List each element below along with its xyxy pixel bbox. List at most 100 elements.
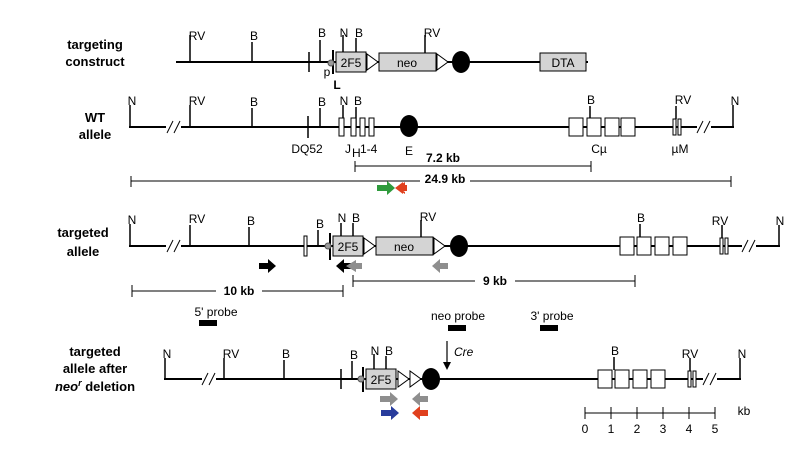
deleted-b-label-2: B: [350, 348, 358, 362]
construct-promoter-dot: [327, 59, 335, 67]
row-label-deleted-neo: neo: [55, 379, 78, 394]
deleted-primer-reverse-red: [412, 406, 428, 420]
construct-neo-box: [378, 52, 437, 72]
construct-loxp-triangle-2: [436, 53, 449, 71]
construct-b-label-3: B: [355, 26, 363, 40]
targeted-primer-forward-black: [259, 259, 276, 273]
scale-label-2: 2: [634, 422, 641, 436]
row-label-wt-line2: allele: [79, 127, 112, 142]
deleted-break-1a: [201, 372, 209, 386]
three-prime-probe-bar: [540, 325, 558, 331]
wt-primer-forward-green: [377, 181, 395, 195]
deleted-loxp-triangle-1: [397, 370, 410, 388]
deleted-mum-exon-1: [687, 370, 692, 388]
targeted-n-label-right: N: [776, 214, 785, 228]
scale-label-0: 0: [582, 422, 589, 436]
wt-24-9kb-label: 24.9 kb: [425, 172, 466, 186]
wt-primer-reverse-red: [395, 182, 407, 194]
row-label-wt-line1: WT: [85, 110, 105, 125]
construct-dta-label: DTA: [551, 56, 574, 70]
deleted-2f5-box: [365, 368, 397, 390]
targeted-b-label-cmu: B: [637, 211, 645, 225]
deleted-cmu-exon-3: [632, 369, 648, 389]
targeted-promoter-dot: [324, 242, 332, 250]
targeted-allele-row: targeted allele N RV B B 2F5 N B neo RV: [57, 210, 784, 331]
targeted-n-label-left: N: [128, 213, 137, 227]
wt-cmu-exon-1: [568, 117, 584, 137]
deleted-promoter-dot: [357, 375, 365, 383]
targeted-2f5-label: 2F5: [338, 240, 359, 254]
row-label-construct-line1: targeting: [67, 37, 123, 52]
five-prime-probe-label: 5' probe: [195, 305, 238, 319]
deleted-mum-exon-2: [692, 370, 697, 388]
construct-l-label: L: [333, 78, 340, 92]
targeted-cmu-exon-3: [654, 236, 670, 256]
deleted-cmu-exon-4: [650, 369, 666, 389]
wt-b-label-1: B: [250, 95, 258, 109]
targeted-break-1a: [166, 239, 174, 253]
five-prime-probe-bar: [199, 320, 217, 326]
wt-b-label-cmu: B: [587, 93, 595, 107]
deleted-e-enhancer: [422, 368, 440, 390]
targeted-rv-label: RV: [189, 212, 205, 226]
targeted-dq52-mark: [303, 235, 308, 257]
deleted-n-label-left: N: [163, 347, 172, 361]
deleted-2f5-label: 2F5: [371, 373, 392, 387]
wt-break-2b: [703, 120, 711, 134]
cre-label: Cre: [454, 345, 474, 359]
construct-dta-box: [539, 52, 587, 72]
targeted-loxp-triangle-1: [363, 237, 376, 255]
row-label-targeted-line1: targeted: [57, 225, 108, 240]
row-label-deleted-line1: targeted: [69, 344, 120, 359]
wt-b-label-3: B: [354, 94, 362, 108]
targeted-rv-label-mum: RV: [712, 214, 728, 228]
row-label-deleted-line2: allele after: [63, 361, 127, 376]
deleted-rv-label-mum: RV: [682, 347, 698, 361]
wt-e-label: E: [405, 144, 413, 158]
targeted-b-label-3: B: [352, 211, 360, 225]
wt-b-label-2: B: [318, 95, 326, 109]
deleted-allele-row: targeted allele after neor deletion N RV…: [55, 341, 746, 420]
deleted-rv-label: RV: [223, 347, 239, 361]
wt-mum-exon-1: [672, 118, 677, 136]
deleted-b-label-3: B: [385, 344, 393, 358]
construct-n-label: N: [340, 26, 349, 40]
targeted-primer-reverse-gray-1: [348, 260, 362, 272]
targeted-cmu-exon-4: [672, 236, 688, 256]
row-label-deleted-post: deletion: [82, 379, 136, 394]
row-label-deleted-line3: neor deletion: [55, 378, 135, 394]
targeted-loxp-triangle-2: [433, 237, 446, 255]
targeted-break-1b: [173, 239, 181, 253]
construct-e-enhancer: [452, 51, 470, 73]
deleted-cmu-exon-2: [614, 369, 630, 389]
targeted-2f5-box: [332, 235, 364, 257]
targeted-10kb-label-bg: [216, 284, 262, 299]
wt-mum-label: µM: [672, 142, 689, 156]
targeted-9kb-label: 9 kb: [483, 274, 507, 288]
neo-probe-label: neo probe: [431, 309, 485, 323]
row-label-construct-line2: construct: [65, 54, 125, 69]
construct-neo-label: neo: [397, 56, 417, 70]
wt-cmu-label: Cµ: [591, 142, 607, 156]
targeted-neo-box: [375, 236, 434, 256]
wt-n-label-left: N: [128, 94, 137, 108]
targeted-cmu-exon-2: [636, 236, 652, 256]
targeted-mum-exon-1: [719, 237, 724, 255]
wt-break-1b: [173, 120, 181, 134]
wt-jh-label-base: J: [345, 142, 351, 156]
construct-rv-label: RV: [189, 29, 205, 43]
deleted-n-label-right: N: [738, 347, 747, 361]
targeted-n-label: N: [338, 211, 347, 225]
neo-probe-bar: [448, 325, 466, 331]
wt-mum-exon-2: [677, 118, 682, 136]
row-label-targeted-line2: allele: [67, 244, 100, 259]
wt-jh-segment-4: [368, 117, 375, 137]
wt-cmu-exon-2: [586, 117, 602, 137]
wt-e-enhancer: [400, 115, 418, 137]
deleted-primer-reverse-gray: [412, 392, 428, 406]
targeted-b-label-2: B: [316, 217, 324, 231]
construct-2f5-label: 2F5: [341, 56, 362, 70]
wt-24-9kb-label-bg: [420, 172, 470, 188]
wt-break-2a: [696, 120, 704, 134]
construct-2f5-box: [335, 51, 367, 73]
